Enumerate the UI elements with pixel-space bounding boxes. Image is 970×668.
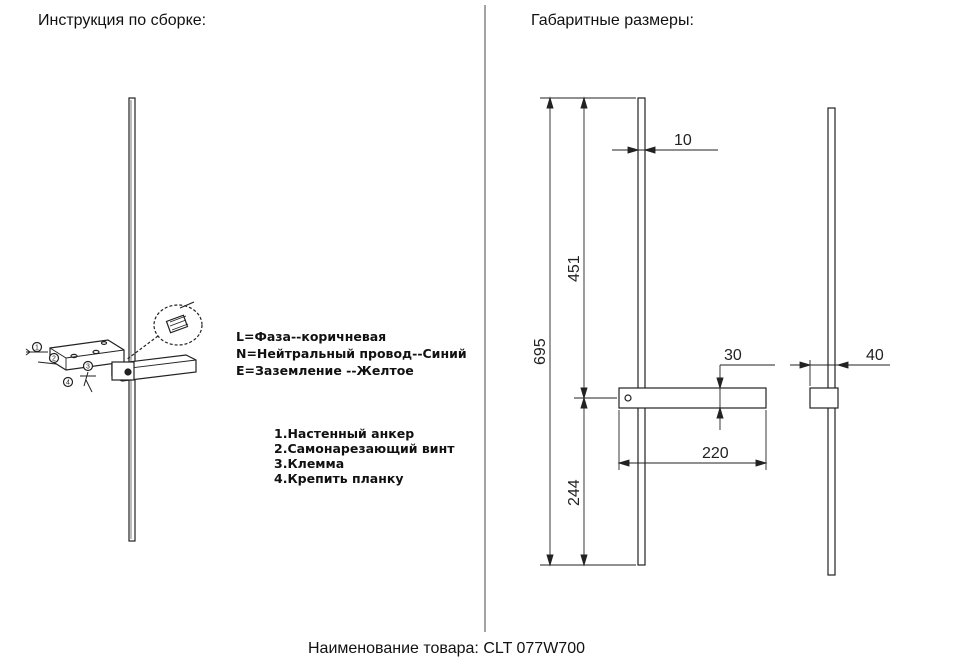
callout-1 — [31, 341, 43, 353]
dim-value-220: 220 — [702, 445, 729, 462]
front-bar — [637, 97, 646, 566]
assembly-title: Инструкция по сборке: — [38, 12, 207, 29]
dim-value-30: 30 — [724, 347, 742, 364]
callout-labels: 1 2 3 4 — [35, 345, 90, 387]
wiring-line-neutral: N=Нейтральный провод--Синий — [236, 346, 467, 361]
callout-label-3: 3 — [86, 364, 90, 371]
callout-label-2: 2 — [52, 356, 56, 363]
lamp-bar — [128, 97, 136, 542]
dimensions-title: Габаритные размеры: — [531, 12, 694, 29]
step-4: 4.Крепить планку — [274, 471, 404, 486]
callout-4 — [62, 376, 74, 388]
callout-label-1: 1 — [35, 345, 39, 352]
dim-value-10: 10 — [674, 132, 692, 149]
wiring-line-ground: E=Заземление --Желтое — [236, 363, 414, 378]
side-view — [809, 107, 839, 576]
side-bracket — [809, 387, 839, 409]
wiring-line-phase: L=Фаза--коричневая — [236, 329, 387, 344]
lamp-assembly-view — [25, 97, 203, 542]
dim-value-451: 451 — [566, 255, 583, 282]
side-bar — [827, 107, 836, 576]
step-2: 2.Самонарезающий винт — [274, 441, 455, 456]
wiring-legend: L=Фаза--коричневая N=Нейтральный провод-… — [236, 328, 467, 379]
product-name: Наименование товара: CLT 077W700 — [308, 640, 585, 657]
assembly-steps: 1.Настенный анкер 2.Самонарезающий винт … — [274, 426, 454, 486]
front-bracket — [618, 387, 767, 409]
step-3: 3.Клемма — [274, 456, 345, 471]
dim-value-695: 695 — [532, 338, 549, 365]
dim-value-244: 244 — [566, 479, 583, 506]
dim-value-40: 40 — [866, 347, 884, 364]
step-1: 1.Настенный анкер — [274, 426, 415, 441]
callout-2 — [48, 352, 60, 364]
dimension-lines — [540, 96, 890, 567]
front-view — [618, 97, 767, 566]
callout-3 — [82, 360, 94, 372]
bracket-hole — [624, 394, 632, 402]
terminal-block-icon — [165, 314, 189, 334]
terminal-detail-bubble — [153, 304, 203, 346]
callout-label-4: 4 — [66, 380, 70, 387]
arm-screw — [124, 368, 132, 376]
